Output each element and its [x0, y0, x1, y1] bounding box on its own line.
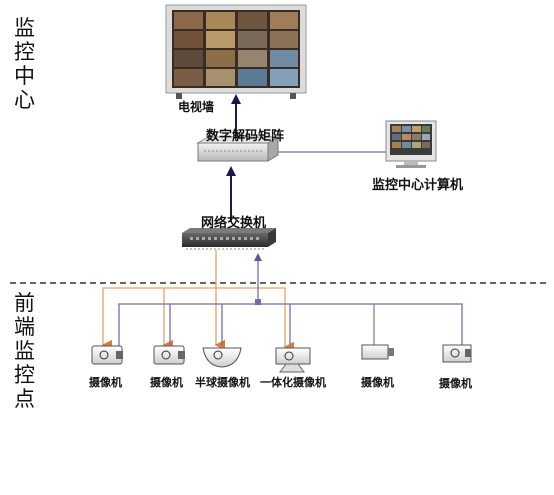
camera-1-label: 摄像机	[89, 376, 122, 389]
video-wall-icon	[165, 4, 307, 99]
computer-label: 监控中心计算机	[372, 178, 464, 193]
camera-2-icon	[153, 345, 185, 365]
side-char: 控	[14, 363, 35, 387]
video-wall-label: 电视墙	[178, 100, 215, 114]
camera-6-label: 摄像机	[439, 377, 472, 390]
side-char: 监	[14, 339, 35, 363]
decoder-icon	[196, 136, 280, 162]
purple-links	[118, 255, 463, 352]
camera-1-icon	[91, 345, 123, 365]
camera-2-label: 摄像机	[150, 376, 183, 389]
side-char: 心	[14, 88, 35, 112]
switch-label: 网络交换机	[201, 216, 267, 231]
side-char: 端	[14, 315, 35, 339]
orange-links	[101, 250, 295, 353]
switch-icon	[182, 228, 276, 250]
side-char: 控	[14, 40, 35, 64]
integrated-camera-icon	[275, 347, 311, 373]
camera-6-icon	[442, 344, 472, 363]
side-char: 前	[14, 291, 35, 315]
dome-camera-icon	[202, 347, 242, 368]
camera-5-label: 摄像机	[361, 376, 394, 389]
side-char: 中	[14, 64, 35, 88]
up-arrow-icon	[231, 94, 241, 104]
side-char: 点	[14, 387, 35, 411]
computer-icon	[385, 120, 437, 168]
camera-5-icon	[361, 344, 394, 360]
control-center-side-label: 监 控 中 心	[14, 16, 35, 112]
side-char: 监	[14, 16, 35, 40]
integrated-camera-label: 一体化摄像机	[260, 376, 326, 389]
up-arrow-icon	[254, 253, 262, 261]
dome-camera-label: 半球摄像机	[195, 376, 250, 389]
decoder-label: 数字解码矩阵	[206, 129, 285, 144]
bus-junction	[255, 299, 261, 305]
up-arrow-icon	[226, 166, 236, 176]
front-end-side-label: 前 端 监 控 点	[14, 291, 35, 411]
